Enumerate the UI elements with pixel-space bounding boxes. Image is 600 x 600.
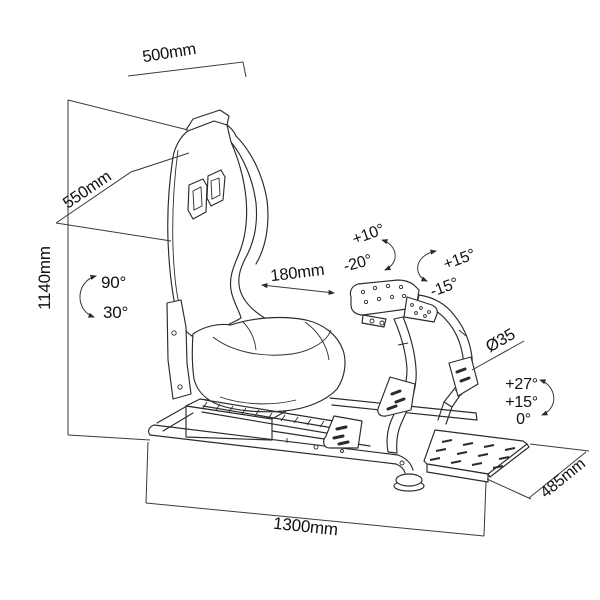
base-frame <box>148 397 478 492</box>
wheel-plate-tilt-up-label: +10° <box>350 221 387 248</box>
gusset-plate <box>448 356 479 397</box>
harness-slot-right <box>206 169 226 207</box>
seat-to-wheel-distance-label: 180mm <box>269 261 325 285</box>
overall-height-label: 1140mm <box>35 246 54 310</box>
pedal-angle-max-label: +27° <box>505 376 538 393</box>
dim-line-485 <box>528 451 587 499</box>
pedal-angle-zero-label: 0° <box>516 411 531 428</box>
tube-diameter-label: Ø35 <box>483 325 519 356</box>
pedal-plate-depth-label: 485mm <box>537 455 588 501</box>
dim-line-550 <box>55 152 190 224</box>
tube-diameter-leader <box>471 340 525 371</box>
gusset-plate <box>377 376 416 417</box>
seat-cushion <box>191 316 346 413</box>
wheel-column-tilt-back-label: -15° <box>428 275 461 301</box>
dim-line-500 <box>127 61 247 78</box>
pedal-plate <box>423 429 530 483</box>
backrest-angle-max-label: 90° <box>101 273 126 292</box>
backrest-angle-min-label: 30° <box>103 303 128 322</box>
dim-line-1300 <box>145 502 485 537</box>
wheel-stand-tube-left <box>386 316 417 454</box>
wheel-column-tilt-arrow <box>417 249 437 282</box>
wheel-plate-tilt-arrow <box>381 239 396 271</box>
wheel-mount <box>323 279 479 454</box>
backrest-angle-arrow <box>79 274 97 318</box>
seat-top-depth-label: 500mm <box>141 40 197 66</box>
wheel-column-tilt-forward-label: +15° <box>441 246 478 273</box>
harness-slot-left <box>187 178 208 220</box>
gusset-plate <box>323 415 363 449</box>
recliner-bracket <box>166 299 192 400</box>
pedal-plate-front <box>426 463 489 483</box>
overall-length-label: 1300mm <box>272 514 339 540</box>
wheel-plate-tilt-down-label: -20° <box>342 252 374 276</box>
seat <box>166 109 353 438</box>
pedal-angle-arrow <box>539 379 555 416</box>
seat-slider-rails <box>201 399 353 438</box>
pedal-angle-mid-label: +15° <box>505 394 538 411</box>
seat-to-wheel-arrow <box>261 283 335 295</box>
